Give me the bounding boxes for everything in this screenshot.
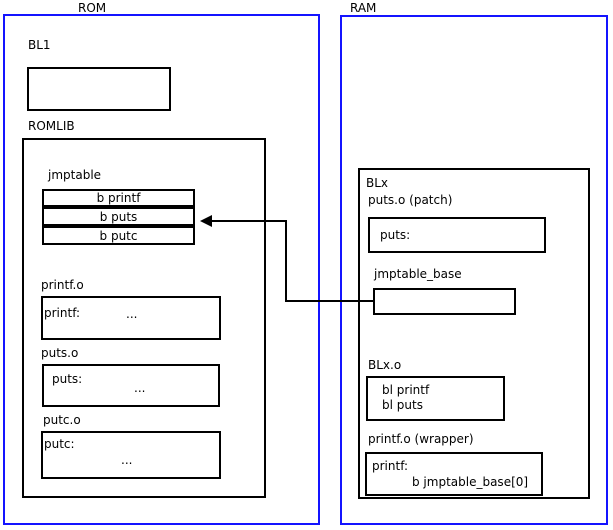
printf-wrapper-instruction: b jmptable_base[0] — [412, 475, 529, 489]
romlib-object-symbol-putc: putc: — [44, 437, 75, 451]
romlib-object-symbol-puts: puts: — [52, 372, 83, 386]
jmptable-label: jmptable — [48, 168, 102, 182]
ram-region-label: RAM — [350, 1, 377, 15]
bl1-label: BL1 — [28, 38, 51, 52]
blx-o-box: bl printf bl puts — [366, 376, 505, 421]
romlib-object-body-puts: ... — [134, 381, 146, 395]
romlib-object-box-printf-o: printf: ... — [41, 296, 221, 340]
jmptable-base-box — [373, 288, 516, 315]
blx-o-line-bl-printf: bl printf — [382, 383, 430, 397]
blx-label: BLx — [366, 176, 389, 190]
romlib-object-label-putc-o: putc.o — [43, 413, 81, 427]
romlib-object-box-putc-o: putc: ... — [41, 431, 221, 479]
puts-patch-label: puts.o (patch) — [368, 193, 453, 207]
connector-arrowhead-icon — [200, 215, 212, 227]
connector-segment-bottom-horizontal — [285, 300, 374, 302]
connector-segment-vertical — [285, 220, 287, 302]
rom-region-label: ROM — [78, 1, 107, 15]
jmptable-entry-putc[interactable]: b putc — [42, 226, 195, 245]
romlib-object-symbol-printf: printf: — [44, 306, 81, 320]
blx-o-label: BLx.o — [368, 358, 402, 372]
romlib-object-box-puts-o: puts: ... — [42, 364, 220, 407]
jmptable-base-label: jmptable_base — [374, 267, 462, 281]
printf-wrapper-label: printf.o (wrapper) — [368, 432, 474, 446]
connector-segment-top-horizontal — [211, 220, 287, 222]
jmptable-entry-puts[interactable]: b puts — [42, 207, 195, 226]
puts-patch-box: puts: — [368, 217, 546, 253]
printf-wrapper-symbol: printf: — [372, 459, 409, 473]
romlib-object-body-putc: ... — [121, 453, 133, 467]
romlib-object-label-puts-o: puts.o — [41, 346, 79, 360]
romlib-label: ROMLIB — [28, 119, 75, 133]
romlib-object-body-printf: ... — [126, 307, 138, 321]
blx-o-line-bl-puts: bl puts — [382, 398, 423, 412]
rom-region — [3, 14, 320, 525]
bl1-box — [27, 67, 171, 111]
printf-wrapper-box: printf: b jmptable_base[0] — [365, 452, 543, 496]
ram-region — [340, 15, 608, 525]
romlib-object-label-printf-o: printf.o — [41, 278, 84, 292]
jmptable-entry-printf[interactable]: b printf — [42, 189, 195, 207]
puts-patch-symbol: puts: — [380, 228, 411, 242]
